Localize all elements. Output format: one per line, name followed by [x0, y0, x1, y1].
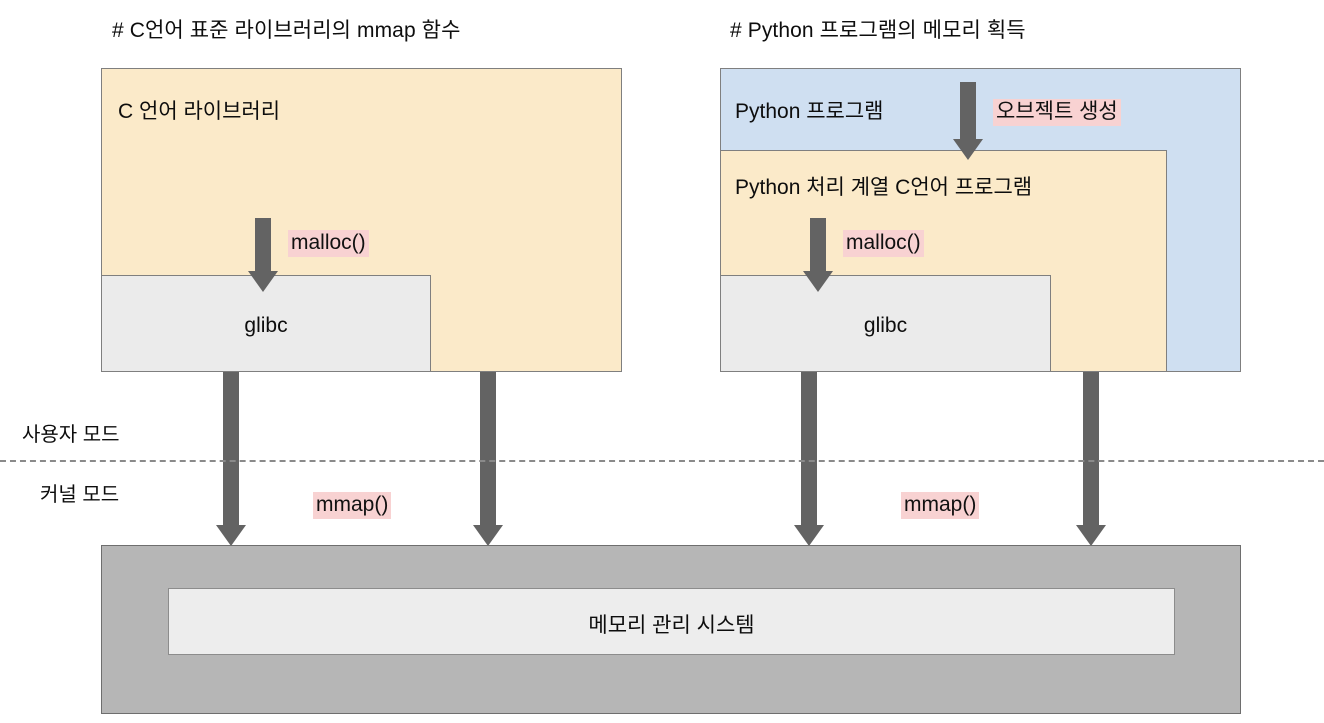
python-runtime-box-label: Python 처리 계열 C언어 프로그램 [735, 176, 1033, 199]
user-mode-label: 사용자 모드 [22, 424, 120, 446]
malloc-label-right: malloc() [843, 230, 924, 258]
mmap-arrow-right-runtime [1076, 372, 1106, 546]
malloc-arrow-left [248, 218, 278, 292]
mmap-arrow-right-glibc [794, 372, 824, 546]
kernel-box: 메모리 관리 시스템 [101, 545, 1241, 714]
left-panel-title: # C언어 표준 라이브러리의 mmap 함수 [112, 19, 461, 42]
glibc-box-right-label: glibc [863, 314, 908, 337]
mmap-arrow-left-glibc [216, 372, 246, 546]
glibc-box-left-label: glibc [244, 314, 288, 337]
memory-management-system-label: 메모리 관리 시스템 [588, 614, 755, 637]
mmap-arrow-left-library [473, 372, 503, 546]
object-create-arrow [953, 82, 983, 160]
glibc-box-right: glibc [720, 275, 1051, 372]
kernel-mode-label: 커널 모드 [40, 484, 120, 506]
malloc-arrow-right [803, 218, 833, 292]
memory-management-system-box: 메모리 관리 시스템 [168, 588, 1175, 655]
object-create-label: 오브젝트 생성 [993, 99, 1121, 127]
mmap-label-left: mmap() [313, 492, 392, 520]
python-program-box-label: Python 프로그램 [735, 100, 884, 123]
right-panel-title: # Python 프로그램의 메모리 획득 [730, 19, 1026, 42]
malloc-label-left: malloc() [288, 230, 369, 258]
mode-divider [0, 460, 1324, 462]
mmap-label-right: mmap() [901, 492, 980, 520]
c-library-box-label: C 언어 라이브러리 [118, 100, 281, 123]
